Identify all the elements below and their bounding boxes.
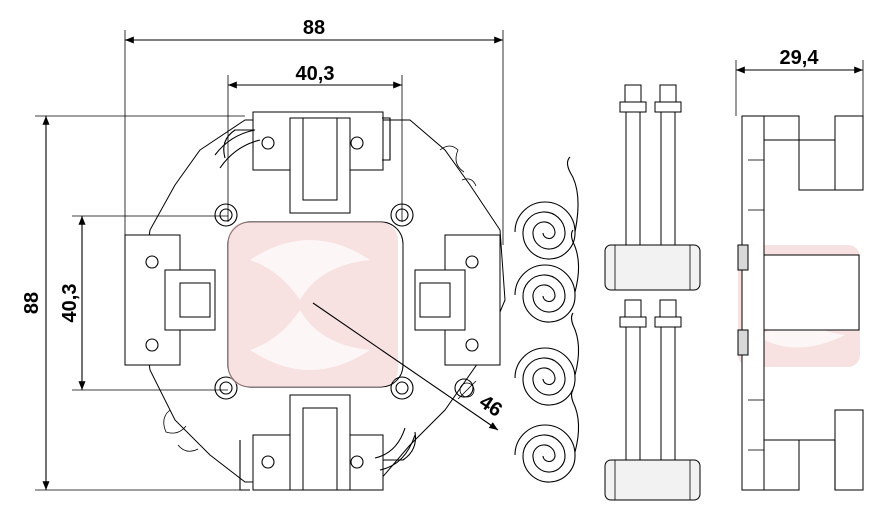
dimension-inner-height: 40,3 <box>59 215 228 391</box>
brush-holder-right <box>414 234 501 366</box>
dimension-inner-width: 40,3 <box>227 63 403 222</box>
brush-holder-top <box>223 111 391 214</box>
springs <box>514 156 580 483</box>
label-side-depth: 29,4 <box>780 47 820 69</box>
label-inner-width: 40,3 <box>296 63 335 85</box>
spring-4 <box>514 389 580 483</box>
label-overall-height: 88 <box>21 292 43 314</box>
brush-upper <box>604 84 701 291</box>
dimension-overall-height: 88 <box>21 115 245 491</box>
lead-wire-bottom <box>374 427 416 471</box>
label-overall-width: 88 <box>303 17 325 39</box>
dimension-overall-width: 88 <box>124 17 504 245</box>
side-view <box>737 115 864 491</box>
mounting-holes <box>214 203 474 400</box>
spring-2 <box>514 229 580 323</box>
plate-notches <box>163 145 477 452</box>
lead-wire-top <box>214 129 261 169</box>
brush-holder-bottom <box>239 394 417 491</box>
brushes <box>604 84 701 501</box>
spring-3 <box>514 312 580 406</box>
dimension-side-depth: 29,4 <box>735 47 864 116</box>
spring-1 <box>514 156 579 260</box>
brush-holder-left <box>124 234 216 366</box>
brush-lower <box>604 299 701 501</box>
label-inner-height: 40,3 <box>59 284 81 323</box>
